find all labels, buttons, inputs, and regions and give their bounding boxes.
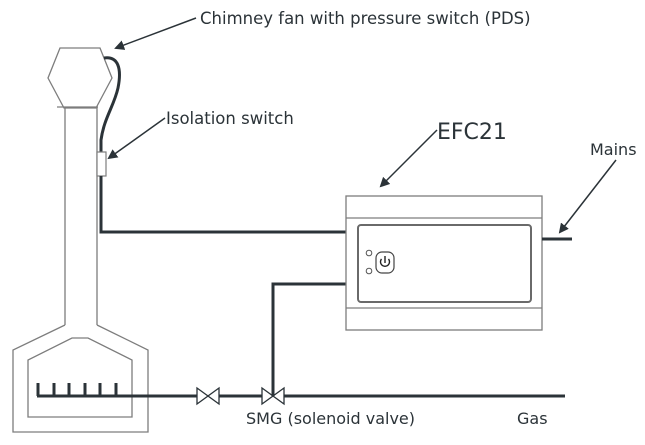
burner xyxy=(36,383,132,398)
label-isolation-switch: Isolation switch xyxy=(166,109,294,128)
solenoid-valve-icon xyxy=(261,386,285,406)
manual-valve-icon xyxy=(196,386,220,406)
fireplace xyxy=(12,324,149,433)
label-chimney-fan: Chimney fan with pressure switch (PDS) xyxy=(200,9,531,28)
switch-wire xyxy=(99,176,346,234)
efc21-controller xyxy=(345,195,543,331)
arrow-chimney-fan xyxy=(114,17,197,50)
label-mains: Mains xyxy=(590,140,637,159)
label-solenoid-valve: SMG (solenoid valve) xyxy=(246,409,415,428)
label-efc21: EFC21 xyxy=(437,120,507,145)
led-indicator-icon xyxy=(365,267,373,275)
controller-display xyxy=(357,224,532,303)
isolation-switch xyxy=(96,151,107,177)
chimney-fan xyxy=(47,47,113,109)
arrow-isolation-switch xyxy=(107,117,166,160)
led-indicator-icon xyxy=(365,249,373,257)
power-icon[interactable] xyxy=(375,251,395,274)
label-gas: Gas xyxy=(517,409,548,428)
arrow-mains xyxy=(558,159,617,234)
valve-wire xyxy=(271,282,346,396)
fan-wire xyxy=(99,56,121,152)
chimney-flue xyxy=(64,107,98,325)
firebox xyxy=(27,337,133,418)
arrow-efc21 xyxy=(379,129,438,188)
